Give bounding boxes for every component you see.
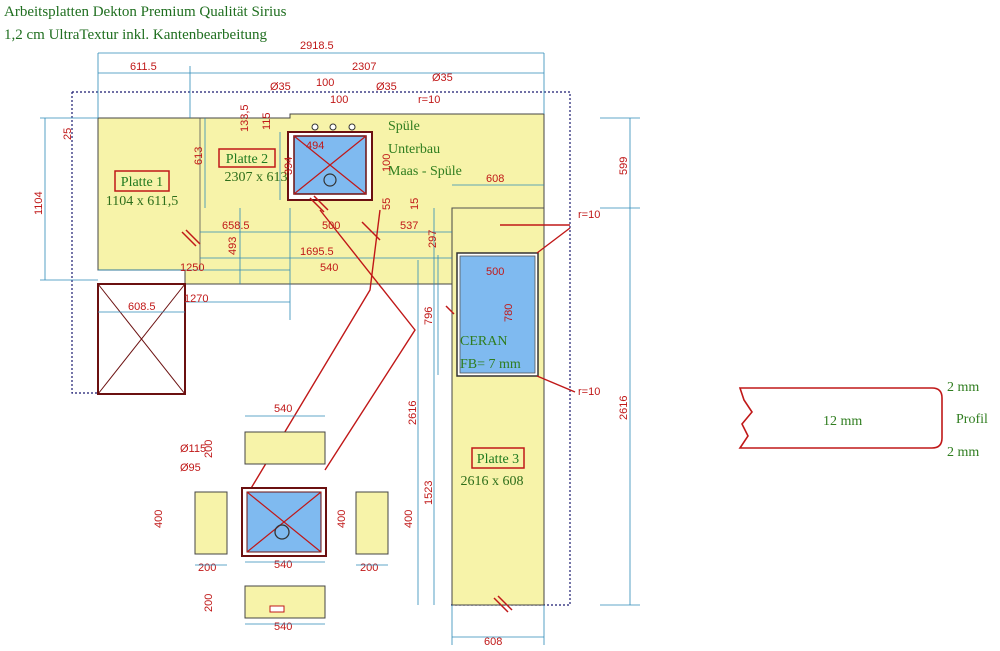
profile-top: 2 mm [947, 380, 979, 395]
svg-text:608: 608 [484, 636, 502, 648]
svg-text:400: 400 [153, 510, 165, 528]
svg-text:r=10: r=10 [578, 209, 600, 221]
svg-text:2616: 2616 [407, 401, 419, 425]
svg-text:115: 115 [261, 112, 273, 130]
svg-text:540: 540 [274, 559, 292, 571]
svg-text:500: 500 [322, 220, 340, 232]
svg-text:500: 500 [486, 266, 504, 278]
note-spuele: Spüle [388, 119, 420, 134]
svg-text:796: 796 [423, 307, 435, 325]
svg-text:Ø95: Ø95 [180, 462, 201, 474]
svg-text:537: 537 [400, 220, 418, 232]
svg-text:1270: 1270 [184, 293, 208, 305]
dimension-lines [40, 52, 640, 645]
svg-text:2616 x 608: 2616 x 608 [461, 474, 524, 489]
drawing-subtitle: 1,2 cm UltraTextur inkl. Kantenbearbeitu… [4, 27, 268, 43]
plate-3-label: Platte 3 2616 x 608 [461, 447, 525, 489]
svg-text:540: 540 [320, 262, 338, 274]
cut-marks [181, 195, 513, 613]
svg-text:1104 x 611,5: 1104 x 611,5 [106, 194, 178, 209]
plate-2-label: Platte 2 2307 x 613 [218, 148, 288, 185]
svg-text:1695.5: 1695.5 [300, 246, 334, 258]
detail-views [194, 415, 389, 625]
svg-text:2307: 2307 [352, 61, 376, 73]
svg-text:2616: 2616 [618, 396, 630, 420]
svg-text:55: 55 [381, 198, 393, 210]
svg-text:400: 400 [336, 510, 348, 528]
svg-text:200: 200 [360, 562, 378, 574]
svg-text:Platte 2: Platte 2 [226, 152, 268, 167]
svg-text:200: 200 [203, 594, 215, 612]
svg-text:100: 100 [316, 77, 334, 89]
svg-text:1250: 1250 [180, 262, 204, 274]
svg-text:15: 15 [409, 198, 421, 210]
svg-text:1104: 1104 [33, 191, 45, 215]
svg-text:100: 100 [381, 154, 393, 172]
svg-text:599: 599 [618, 157, 630, 175]
svg-text:494: 494 [306, 140, 324, 152]
overall-outline [71, 91, 571, 606]
drawing-title: Arbeitsplatten Dekton Premium Qualität S… [4, 4, 287, 20]
svg-text:2918.5: 2918.5 [300, 40, 334, 52]
svg-text:200: 200 [198, 562, 216, 574]
dimension-labels-vertical: 1104 25 133,5 115 613 394 100 55 15 599 … [33, 104, 630, 612]
note-fb: FB= 7 mm [460, 357, 521, 372]
svg-text:200: 200 [203, 440, 215, 458]
note-maas: Maas - Spüle [388, 164, 462, 179]
svg-text:100: 100 [330, 94, 348, 106]
svg-text:611.5: 611.5 [130, 61, 157, 73]
edge-profile-diagram: 12 mm 2 mm Profil 2 mm [738, 380, 988, 460]
svg-text:658.5: 658.5 [222, 220, 250, 232]
svg-text:540: 540 [274, 621, 292, 633]
svg-text:133,5: 133,5 [239, 104, 251, 132]
svg-text:r=10: r=10 [578, 386, 600, 398]
svg-text:394: 394 [283, 157, 295, 175]
svg-text:Platte 1: Platte 1 [121, 175, 163, 190]
svg-text:1523: 1523 [423, 481, 435, 505]
base-cabinet [97, 283, 186, 395]
svg-text:400: 400 [403, 510, 415, 528]
svg-text:608: 608 [486, 173, 504, 185]
svg-text:608.5: 608.5 [128, 301, 156, 313]
profile-bottom: 2 mm [947, 445, 979, 460]
svg-text:Ø35: Ø35 [270, 81, 291, 93]
svg-text:Platte 3: Platte 3 [477, 452, 519, 467]
svg-text:r=10: r=10 [418, 94, 440, 106]
profile-thickness: 12 mm [823, 414, 862, 429]
svg-text:25: 25 [62, 128, 74, 140]
plate-1-label: Platte 1 1104 x 611,5 [106, 170, 178, 209]
svg-text:2307 x 613: 2307 x 613 [225, 170, 288, 185]
sink-cutout [287, 123, 373, 201]
svg-text:Ø35: Ø35 [376, 81, 397, 93]
svg-text:540: 540 [274, 403, 292, 415]
dimension-labels: 2918.5 611.5 2307 Ø35 100 Ø35 Ø35 100 r=… [128, 40, 600, 648]
ceran-hob-cutout [456, 252, 539, 377]
note-ceran: CERAN [460, 334, 507, 349]
svg-text:297: 297 [427, 230, 439, 248]
note-unterbau: Unterbau [388, 142, 440, 157]
svg-text:Ø115: Ø115 [180, 443, 206, 455]
profile-label: Profil [956, 412, 988, 427]
svg-text:780: 780 [503, 304, 515, 322]
svg-text:493: 493 [227, 237, 239, 255]
svg-text:613: 613 [193, 147, 205, 165]
svg-text:Ø35: Ø35 [432, 72, 453, 84]
